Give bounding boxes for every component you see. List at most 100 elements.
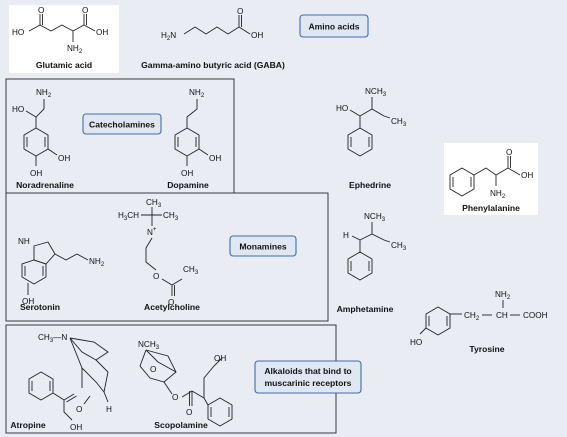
catecholamines-tag-text: Catecholamines [89,120,155,130]
svg-text:NH2: NH2 [36,88,52,99]
svg-text:CH3: CH3 [183,265,199,276]
gaba-label: Gamma-amino butyric acid (GABA) [141,60,285,70]
na-oh1: OH [58,154,70,163]
ach-n-plus: + [153,227,157,233]
phenylalanine-label: Phenylalanine [462,203,520,213]
amphetamine-label: Amphetamine [337,304,394,314]
svg-text:CH3—N: CH3—N [38,333,67,344]
svg-text:N+: N+ [147,227,157,237]
na-nh-sub: 2 [48,93,52,99]
ach-ch3a: CH [146,198,158,207]
amp-h: H [343,231,349,240]
tyrosine-structure: HO CH2 CH COOH NH2 [410,290,548,347]
phe-oh: OH [521,171,533,180]
acetylcholine-label: Acetylcholine [144,302,200,312]
da-nh-sub: 2 [201,93,205,99]
amp-nh: NCH [364,212,382,221]
tyr-nh: NH [495,290,507,299]
monamines-tag-text: Monamines [239,242,286,252]
svg-text:NH2: NH2 [495,290,511,301]
amino-acids-tag-text: Amino acids [308,22,359,32]
atr-oh: OH [70,423,82,432]
svg-text:CH3: CH3 [163,211,179,222]
tyr-ch: CH [496,311,508,320]
ach-n: N [147,228,153,237]
na-ho: HO [12,105,24,114]
scop-oh: OH [214,354,226,363]
atropine-structure: CH3—N H O OH [28,333,112,432]
svg-text:CH3: CH3 [146,198,162,209]
ach-h3c-sub: 3 [124,216,128,222]
alkaloids-tag-text-1: Alkaloids that bind to [264,366,351,376]
ser-oh: OH [22,297,34,306]
tyrosine-label: Tyrosine [469,344,504,354]
svg-text:CH3: CH3 [391,117,407,128]
serotonin-label: Serotonin [20,302,60,312]
ach-h3c-h: H [118,211,124,220]
dopamine-structure: NH2 OH OH [174,88,221,178]
glu-nh-sub: 2 [79,49,83,55]
phe-o: O [506,148,512,157]
gaba-structure: H2N O OH [161,7,263,42]
ach-ch3b-sub: 3 [175,216,179,222]
atr-h: H [106,405,112,414]
noradrenaline-label: Noradrenaline [16,180,74,190]
glu-o2: O [82,6,88,15]
ach-ch3c: CH [183,265,195,274]
svg-text:H3CH: H3CH [118,211,139,222]
scopolamine-structure: NCH3 O O O OH [138,340,233,427]
tyr-ch2: CH [464,311,476,320]
ach-o2: O [168,298,174,307]
phe-nh-sub: 2 [502,194,506,200]
glu-o1: O [38,6,44,15]
svg-text:NCH3: NCH3 [365,87,387,98]
glu-ho: HO [12,28,24,37]
catecholamines-tag: Catecholamines [82,113,162,135]
serotonin-structure: NH NH2 OH [18,237,105,306]
gaba-oh: OH [251,31,263,40]
alkaloids-tag: Alkaloids that bind to muscarinic recept… [254,360,362,394]
eph-nh-sub: 3 [383,92,387,98]
atr-ch-sub: 3 [50,338,54,344]
svg-text:NH2: NH2 [490,189,506,200]
svg-text:H2N: H2N [161,31,176,42]
glutamic-acid-structure: O O HO OH NH2 [12,6,108,55]
amp-ch3: CH [391,241,403,250]
ephedrine-label: Ephedrine [349,180,391,190]
glutamic-acid-label: Glutamic acid [36,60,92,70]
svg-text:NH2: NH2 [67,44,83,55]
phe-nh: NH [490,189,502,198]
noradrenaline-structure: NH2 HO OH OH [12,88,70,178]
amphetamine-structure: NCH3 H CH3 [343,212,407,281]
atr-o1: O [76,405,82,414]
scopolamine-label: Scopolamine [154,420,208,430]
eph-ch3: CH [391,117,403,126]
scop-nch-sub: 3 [156,345,160,351]
amino-acids-tag: Amino acids [299,14,369,38]
ephedrine-structure: NCH3 HO CH3 [336,87,407,157]
amp-ch3-sub: 3 [403,246,407,252]
dopamine-label: Dopamine [167,180,209,190]
scop-o-ring: O [150,365,156,374]
ser-nh2: NH [89,257,101,266]
tyr-ch2-sub: 2 [476,316,480,322]
svg-text:CH2: CH2 [464,311,480,322]
scop-nch: NCH [138,340,156,349]
gaba-h: H [161,31,167,40]
amp-nh-sub: 3 [382,217,386,223]
phenylalanine-panel [444,143,538,215]
gaba-o: O [237,7,243,16]
svg-text:NCH3: NCH3 [364,212,386,223]
da-oh1: OH [209,154,221,163]
atr-n: N [61,333,67,342]
atr-dash: — [53,333,62,342]
atr-ch: CH [38,333,50,342]
ach-ch3a-sub: 3 [158,203,162,209]
svg-text:NH2: NH2 [189,88,205,99]
glu-nh: NH [67,44,79,53]
ser-nh: NH [18,237,30,246]
phenylalanine-structure: O OH NH2 [449,148,533,200]
na-oh2: OH [30,169,42,178]
alkaloids-tag-text-2: muscarinic receptors [265,378,352,388]
